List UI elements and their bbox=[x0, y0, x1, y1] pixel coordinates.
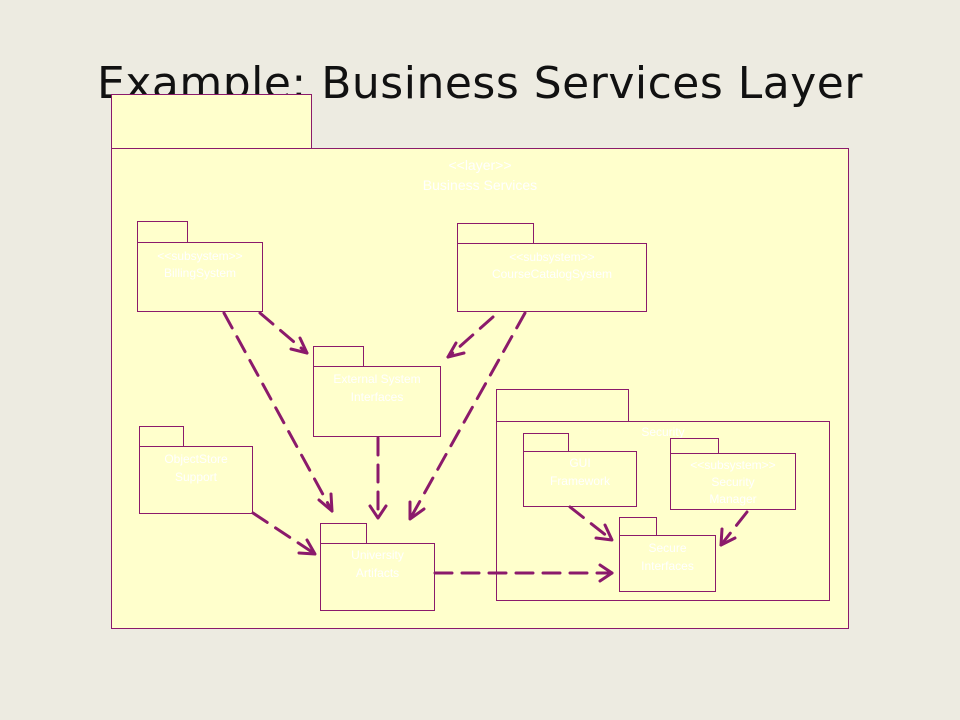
catalog-stereotype: <<subsystem>> bbox=[509, 250, 595, 264]
secure-line2: Interfaces bbox=[641, 559, 694, 573]
gui-line2: Framework bbox=[549, 474, 610, 488]
security-name: Security bbox=[641, 425, 685, 439]
package-tab bbox=[137, 221, 188, 245]
objectstore-line2: Support bbox=[174, 470, 218, 484]
package-body: ObjectStore Support bbox=[139, 446, 253, 514]
catalog-name: CourseCatalogSystem bbox=[491, 267, 613, 281]
package-tab bbox=[139, 426, 184, 448]
package-tab bbox=[111, 94, 312, 150]
package-body: Secure Interfaces bbox=[619, 535, 716, 592]
secure-line1: Secure bbox=[648, 541, 687, 555]
package-body: <<subsystem>> Security Manager bbox=[670, 453, 796, 510]
package-tab bbox=[320, 523, 367, 545]
package-body: External System Interfaces bbox=[313, 366, 441, 437]
package-tab bbox=[496, 389, 629, 424]
external-line2: Interfaces bbox=[350, 390, 404, 404]
secmanager-stereotype: <<subsystem>> bbox=[690, 458, 776, 472]
external-line1: External System bbox=[333, 372, 421, 386]
package-tab bbox=[619, 517, 657, 537]
secmanager-line1: Security bbox=[711, 475, 755, 489]
package-tab bbox=[313, 346, 364, 368]
package-tab bbox=[457, 223, 534, 245]
package-body: GUI Framework bbox=[523, 451, 637, 507]
artifacts-line2: Artifacts bbox=[355, 566, 400, 580]
billing-name: BillingSystem bbox=[163, 266, 237, 280]
gui-line1: GUI bbox=[569, 456, 591, 470]
package-tab bbox=[523, 433, 569, 453]
layer-name: Business Services bbox=[422, 177, 538, 193]
package-body: University Artifacts bbox=[320, 543, 435, 611]
artifacts-line1: University bbox=[351, 548, 404, 562]
package-body: <<subsystem>> BillingSystem bbox=[137, 242, 263, 312]
billing-stereotype: <<subsystem>> bbox=[157, 249, 243, 263]
layer-stereotype: <<layer>> bbox=[448, 157, 512, 173]
secmanager-line2: Manager bbox=[709, 492, 757, 506]
package-body: <<subsystem>> CourseCatalogSystem bbox=[457, 243, 647, 312]
objectstore-line1: ObjectStore bbox=[164, 452, 228, 466]
